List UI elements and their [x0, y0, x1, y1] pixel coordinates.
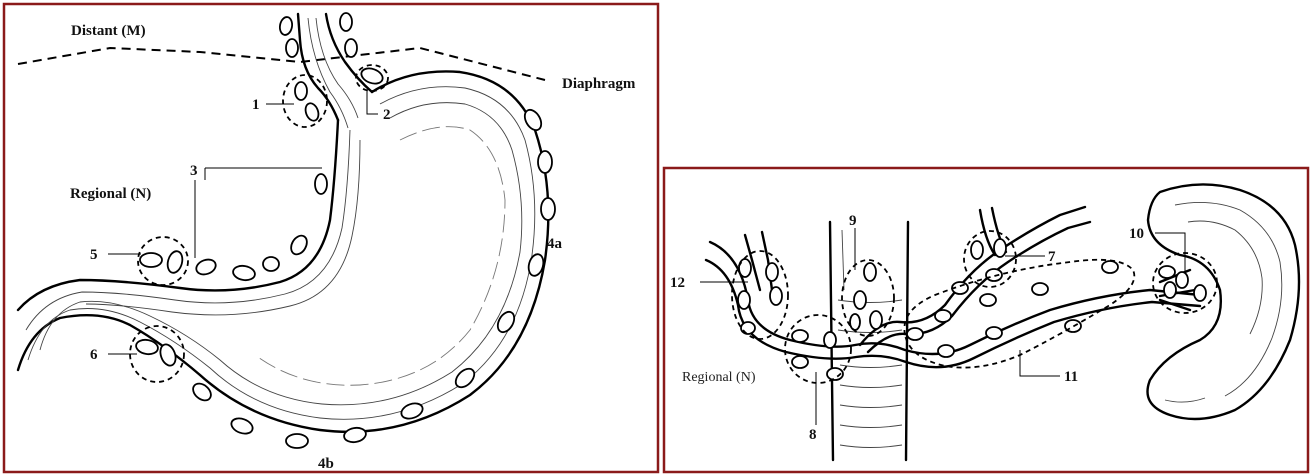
lymph-node [971, 241, 983, 259]
distant-label: Distant (M) [71, 23, 146, 39]
lymph-node [986, 269, 1002, 281]
lymph-node [854, 291, 866, 309]
lymph-node [194, 257, 218, 277]
lymph-node [286, 434, 308, 448]
station-label-9: 9 [849, 213, 857, 229]
lymph-node [140, 253, 162, 267]
station-label-10: 10 [1129, 226, 1144, 242]
right-panel-frame [664, 168, 1308, 472]
lymph-node [1176, 272, 1188, 288]
station-label-8: 8 [809, 427, 817, 443]
lymph-node [340, 13, 352, 31]
lymph-node [1032, 283, 1048, 295]
lymph-node [766, 263, 778, 281]
lymph-node [741, 322, 755, 334]
lymph-node [907, 328, 923, 340]
diaphragm-line [18, 48, 545, 80]
regional-label-left: Regional (N) [70, 186, 151, 202]
lymph-node [303, 101, 320, 122]
leader-11 [1020, 350, 1060, 376]
lymph-node [232, 264, 256, 282]
lymph-node [494, 309, 517, 335]
lymph-node [792, 356, 808, 368]
leader-2 [367, 91, 378, 114]
lymph-node [288, 233, 310, 257]
lymph-node [343, 426, 367, 444]
lymph-node [792, 330, 808, 342]
station-label-4a: 4a [547, 236, 563, 252]
station-label-6: 6 [90, 347, 98, 363]
lymph-node [850, 314, 860, 330]
lymph-node [1159, 266, 1175, 278]
left-nodes [135, 13, 555, 448]
lymph-node [541, 198, 555, 220]
lymph-node [938, 345, 954, 357]
lymph-node [770, 287, 782, 305]
regional-label-right: Regional (N) [682, 370, 756, 385]
lymph-node [738, 291, 750, 309]
station-label-4b: 4b [318, 456, 334, 472]
lymph-node [986, 327, 1002, 339]
left-panel: Distant (M) Diaphragm Regional (N) 1 2 3… [4, 4, 658, 472]
lymph-node [824, 332, 836, 348]
lymph-node [229, 416, 254, 437]
lymph-node [538, 151, 552, 173]
station-label-12: 12 [670, 275, 685, 291]
diaphragm-label: Diaphragm [562, 76, 636, 92]
lymph-node [345, 39, 357, 57]
lymph-node [158, 342, 179, 367]
station-label-11: 11 [1064, 369, 1078, 385]
lymph-node [994, 239, 1006, 257]
station-label-1: 1 [252, 97, 260, 113]
station-label-7: 7 [1048, 249, 1056, 265]
station-1-group [283, 75, 327, 127]
station-label-2: 2 [383, 107, 391, 123]
lymph-node [935, 310, 951, 322]
lymph-node [286, 39, 298, 57]
lymph-node [1164, 282, 1176, 298]
spleen [1148, 184, 1300, 419]
lymph-node [295, 82, 307, 100]
lymph-node [1102, 261, 1118, 273]
lymph-node [263, 257, 279, 271]
station-label-5: 5 [90, 247, 98, 263]
aorta [830, 222, 908, 460]
lymph-node [980, 294, 996, 306]
station-label-3: 3 [190, 163, 198, 179]
right-panel: 12 9 7 10 11 8 Regional (N) [664, 168, 1308, 472]
lymph-node [1194, 285, 1206, 301]
lymph-node [315, 174, 327, 194]
lymph-node [870, 311, 882, 329]
lymph-node [165, 250, 184, 275]
lymph-node [279, 16, 294, 36]
lymph-node [864, 263, 876, 281]
